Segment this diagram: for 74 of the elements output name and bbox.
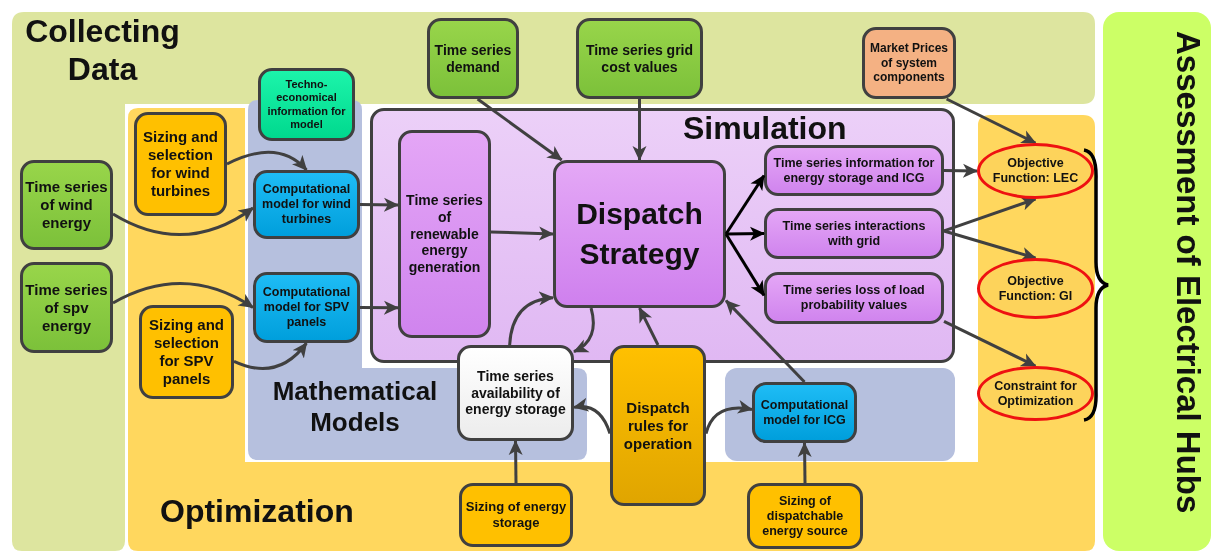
data-box [427,18,519,99]
box-label: Dispatch Strategy [575,195,704,272]
box-label: Sizing of dispatchable energy source [761,493,849,539]
box-label: Sizing and selection for wind turbines [142,128,219,200]
box-label: Time series of spv energy [25,280,108,335]
arrow [724,299,806,384]
rules-box [610,345,706,506]
box-label: Market Prices of system components [868,41,949,85]
arrow [490,226,554,241]
info-box [258,68,355,141]
data-box [20,160,113,250]
arrow [943,320,1037,368]
box-label: Time series demand [433,41,513,76]
region-heading: Assessment of Electrical Hubs [1169,29,1208,516]
arrow [943,163,978,178]
arrow [943,197,1037,233]
arrow [704,400,753,434]
region-heading: Mathematical Models [271,376,439,439]
box-label: Techno-economical information for model [266,78,347,131]
sizing-box [134,112,227,216]
box-label: Time series loss of load probability values [782,283,926,313]
process-box [764,272,944,324]
box-label: Time series grid cost values [584,41,695,76]
box-label: Objective Function: LEC [991,156,1080,186]
box-label: Time series availability of energy storage [464,367,567,419]
arrow [360,300,399,315]
arrow [797,442,812,484]
region-heading: Collecting Data [24,12,181,89]
model-box [752,382,857,443]
arrow [476,97,563,162]
box-label: Sizing and selection for SPV panels [148,316,225,388]
model-box [253,170,360,239]
process-box [457,345,574,441]
arrow [638,307,660,346]
box-label: Objective Function: GI [997,273,1074,304]
arrow [724,233,766,297]
data-box [20,262,113,353]
arrow [508,440,523,483]
sizing-box [747,483,863,549]
arrow [632,99,647,161]
arrow [573,307,595,354]
arrow [112,282,254,309]
arrow [233,342,308,370]
arrow [943,229,1037,261]
region-panel [370,108,955,363]
region-panel [1103,12,1211,551]
sizing-box [459,483,573,547]
box-label: Computational model for wind turbines [261,182,352,227]
arrow [360,197,399,212]
sizing-box [139,305,234,399]
box-label: Time series of wind energy [25,178,108,232]
box-label: Sizing of energy storage [464,499,568,531]
process-box [398,130,491,338]
arrow [724,174,766,235]
box-label: Computational model for ICG [759,397,850,428]
arrow [508,292,554,346]
data-box [576,18,703,99]
arrow [112,206,254,236]
arrow [725,226,765,241]
region-heading: Optimization [160,492,355,531]
region-heading: Simulation [683,109,848,148]
region-panel [725,368,955,461]
box-label: Time series interactions with grid [781,218,927,249]
data-box [862,27,956,99]
box-label: Constraint for Optimization [993,378,1078,409]
box-label: Dispatch rules for operation [622,398,694,453]
box-label: Computational model for SPV panels [261,285,352,330]
box-label: Time series information for energy storage and ICG [772,155,936,186]
box-label: Time series of renewable energy generation [405,192,484,276]
process-box [764,208,944,259]
model-box [253,272,360,343]
process-box [764,145,944,196]
strategy-box [553,160,726,308]
arrow [573,398,612,435]
